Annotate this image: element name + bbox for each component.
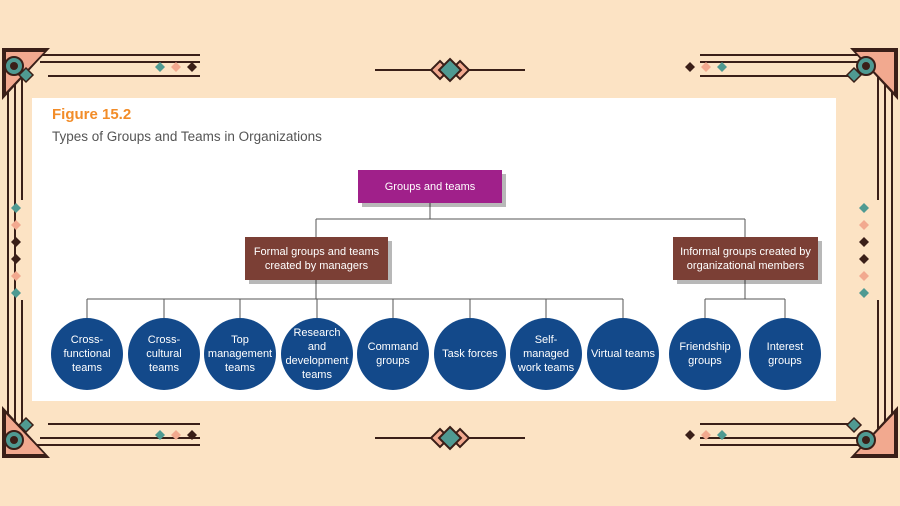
root-node: Groups and teams [358,170,502,203]
center-ornament-bottom [429,425,471,451]
diamond-row-top-left [155,62,197,72]
corner-ornament-bottom-right [845,406,898,458]
formal-team-node: Command groups [357,318,429,390]
formal-team-node: Task forces [434,318,506,390]
informal-group-node: Interest groups [749,318,821,390]
formal-team-node: Self-managed work teams [510,318,582,390]
informal-group-node: Friendship groups [669,318,741,390]
corner-ornament-top-left [2,48,50,100]
center-ornament-top [429,57,471,83]
diamond-row-top-right [685,62,727,72]
corner-ornament-top-right [845,48,898,100]
diamond-column-left [11,203,21,298]
informal-category-node: Informal groups created by organizationa… [673,237,818,280]
formal-team-node: Cross-cultural teams [128,318,200,390]
formal-category-node: Formal groups and teams created by manag… [245,237,388,280]
formal-team-node: Cross-functional teams [51,318,123,390]
corner-ornament-bottom-left [2,406,50,458]
formal-team-node: Research and development teams [281,318,353,390]
diamond-row-bottom-right [685,430,727,440]
formal-team-node: Virtual teams [587,318,659,390]
figure-caption: Types of Groups and Teams in Organizatio… [52,129,322,144]
diamond-row-bottom-left [155,430,197,440]
formal-team-node: Top management teams [204,318,276,390]
figure-label: Figure 15.2 [52,106,132,123]
diamond-column-right [859,203,869,298]
